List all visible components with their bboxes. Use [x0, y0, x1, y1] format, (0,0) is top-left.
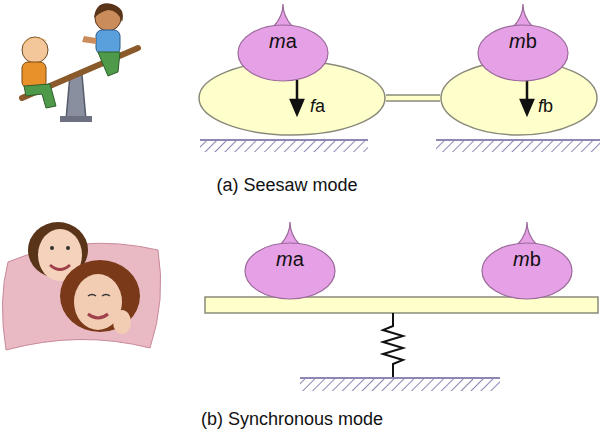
ground-line	[200, 139, 368, 141]
mass-drop: ma	[244, 222, 336, 300]
force-label: fb	[538, 96, 553, 117]
seesaw-clipart	[22, 3, 138, 122]
mass-drop: mb	[481, 222, 573, 300]
force-label: fa	[310, 96, 325, 117]
ground-hatch	[200, 140, 368, 152]
mass-label: mb	[481, 248, 573, 271]
coupling-link	[383, 95, 443, 101]
mass-label: ma	[244, 248, 336, 271]
ground-hatch	[300, 378, 500, 391]
mode-caption: (b) Synchronous mode	[201, 409, 383, 430]
ground-line	[300, 377, 500, 379]
mass-drop: mb	[477, 4, 569, 82]
force-arrow	[521, 80, 533, 114]
spring-symbol	[383, 313, 403, 378]
ground-hatch	[436, 140, 600, 152]
pillow-clipart	[2, 222, 160, 350]
mass-label: mb	[477, 30, 569, 53]
force-arrow	[291, 80, 303, 114]
mode-caption: (a) Seesaw mode	[216, 175, 357, 196]
mass-label: ma	[237, 30, 329, 53]
plank	[205, 297, 598, 313]
mass-drop: ma	[237, 4, 329, 82]
ground-line	[436, 139, 600, 141]
